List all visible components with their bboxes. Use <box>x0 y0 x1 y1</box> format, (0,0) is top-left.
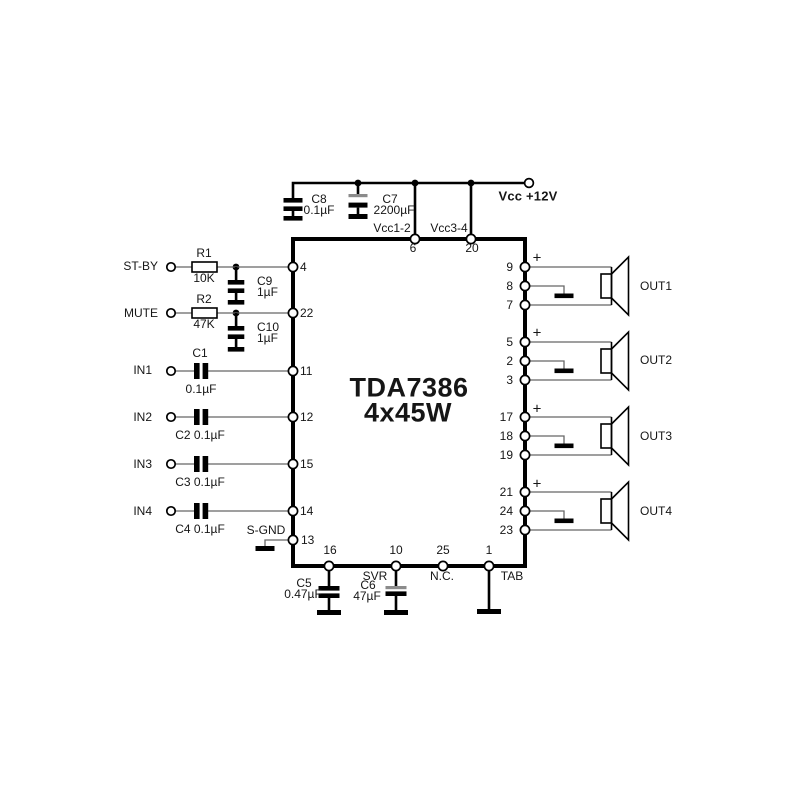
chip-power-rating: 4x45W <box>363 397 453 428</box>
speaker-out1 <box>529 255 630 317</box>
cap-c9 <box>227 267 245 305</box>
out3-plus-sign: + <box>532 400 542 417</box>
svr-pin-name: SVR <box>362 569 388 583</box>
resistor-r1-value: 10K <box>193 270 215 285</box>
out2-label: OUT2 <box>640 353 673 367</box>
in4-terminal-label: IN4 <box>133 503 152 518</box>
vcc-terminal <box>523 177 535 189</box>
stby-terminal-label: ST-BY <box>123 259 158 273</box>
cap-c8 <box>283 198 303 221</box>
pin-6-number: 6 <box>409 240 417 255</box>
chip-part-number: TDA7386 <box>349 372 469 403</box>
tab-ground-symbol <box>477 566 501 614</box>
junction-dots <box>232 179 475 317</box>
cap-c9-ref: C9 <box>257 274 273 288</box>
pin-vcc12-name: Vcc1-2 <box>373 221 411 235</box>
pin-4-number: 4 <box>300 260 307 274</box>
pin-20-number: 20 <box>465 240 479 255</box>
chip-pin-circles <box>287 233 531 572</box>
cap-c5 <box>317 566 341 615</box>
cap-c9-value: 1µF <box>257 284 278 299</box>
mute-terminal-label: MUTE <box>124 306 158 320</box>
nc-pin-name: N.C. <box>430 569 454 583</box>
cap-c10-value: 1µF <box>257 330 278 345</box>
cap-c3 <box>194 456 209 472</box>
pin-17-number: 17 <box>499 410 513 424</box>
pin-21-number: 21 <box>499 485 513 499</box>
cap-c1-ref: C1 <box>192 346 208 360</box>
pin-16-number: 16 <box>323 542 337 557</box>
pin-5-number: 5 <box>506 335 513 349</box>
pin-2-number: 2 <box>506 354 513 368</box>
pin-8-number: 8 <box>506 279 513 293</box>
speaker-out3 <box>529 405 630 467</box>
out1-plus-sign: + <box>532 249 542 267</box>
pin-7-number: 7 <box>506 298 513 312</box>
in1-terminal-label: IN1 <box>133 363 152 377</box>
cap-c7-value: 2200µF <box>373 202 415 217</box>
resistor-r1 <box>191 261 218 273</box>
sgnd-label: S-GND <box>246 523 286 537</box>
out1-label: OUT1 <box>640 279 673 293</box>
pin-12-number: 12 <box>300 410 314 424</box>
left-signal-wires <box>175 266 291 512</box>
vcc-supply-label: Vcc +12V <box>498 188 558 204</box>
cap-c7 <box>348 194 368 219</box>
pin-15-number: 15 <box>300 457 314 471</box>
out4-label: OUT4 <box>640 503 673 518</box>
cap-c8-value: 0.1µF <box>303 202 335 217</box>
cap-c4 <box>194 503 209 519</box>
pin-22-number: 22 <box>300 306 314 320</box>
out2-plus-sign: + <box>532 324 542 341</box>
pin-1-number: 1 <box>485 542 493 557</box>
cap-c5-value: 0.47µF <box>284 586 322 601</box>
cap-c7-ref: C7 <box>382 191 398 206</box>
pin-23-number: 23 <box>499 523 513 537</box>
pin-13-number: 13 <box>301 533 315 547</box>
cap-c3-label: C3 0.1µF <box>175 474 225 489</box>
cap-c8-ref: C8 <box>311 192 327 206</box>
pin-18-number: 18 <box>499 429 513 443</box>
in2-terminal-label: IN2 <box>133 409 152 424</box>
pin-11-number: 11 <box>300 364 313 378</box>
in3-terminal-label: IN3 <box>133 456 152 471</box>
pin-vcc34-name: Vcc3-4 <box>430 221 468 235</box>
pin-19-number: 19 <box>499 448 513 462</box>
cap-c5-ref: C5 <box>296 576 312 590</box>
cap-c6 <box>384 566 408 615</box>
resistor-r1-ref: R1 <box>196 246 212 260</box>
cap-c1 <box>194 363 209 379</box>
cap-c2-label: C2 0.1µF <box>175 428 225 442</box>
chip-body <box>291 237 527 568</box>
out4-plus-sign: + <box>532 475 542 492</box>
pin-24-number: 24 <box>499 504 513 518</box>
cap-c6-value: 47µF <box>353 588 381 603</box>
pin-9-number: 9 <box>506 260 513 274</box>
pin-10-number: 10 <box>389 542 403 557</box>
resistor-r2 <box>191 307 218 319</box>
sgnd-ground-symbol <box>255 539 291 551</box>
pin-3-number: 3 <box>506 373 513 387</box>
cap-c6-ref: C6 <box>360 578 376 592</box>
pin-14-number: 14 <box>300 504 314 518</box>
cap-c1-value: 0.1µF <box>185 381 217 396</box>
cap-c4-label: C4 0.1µF <box>175 521 225 536</box>
cap-c10-ref: C10 <box>257 320 280 334</box>
resistor-r2-ref: R2 <box>196 292 212 306</box>
out3-label: OUT3 <box>640 428 673 443</box>
speaker-out4 <box>529 480 630 542</box>
cap-c2 <box>194 409 209 425</box>
pin-25-number: 25 <box>436 542 450 557</box>
resistor-r2-value: 47K <box>193 316 215 331</box>
speaker-out2 <box>529 330 630 392</box>
input-terminals <box>165 177 535 517</box>
tab-pin-name: TAB <box>500 569 524 583</box>
cap-c10 <box>227 313 245 352</box>
